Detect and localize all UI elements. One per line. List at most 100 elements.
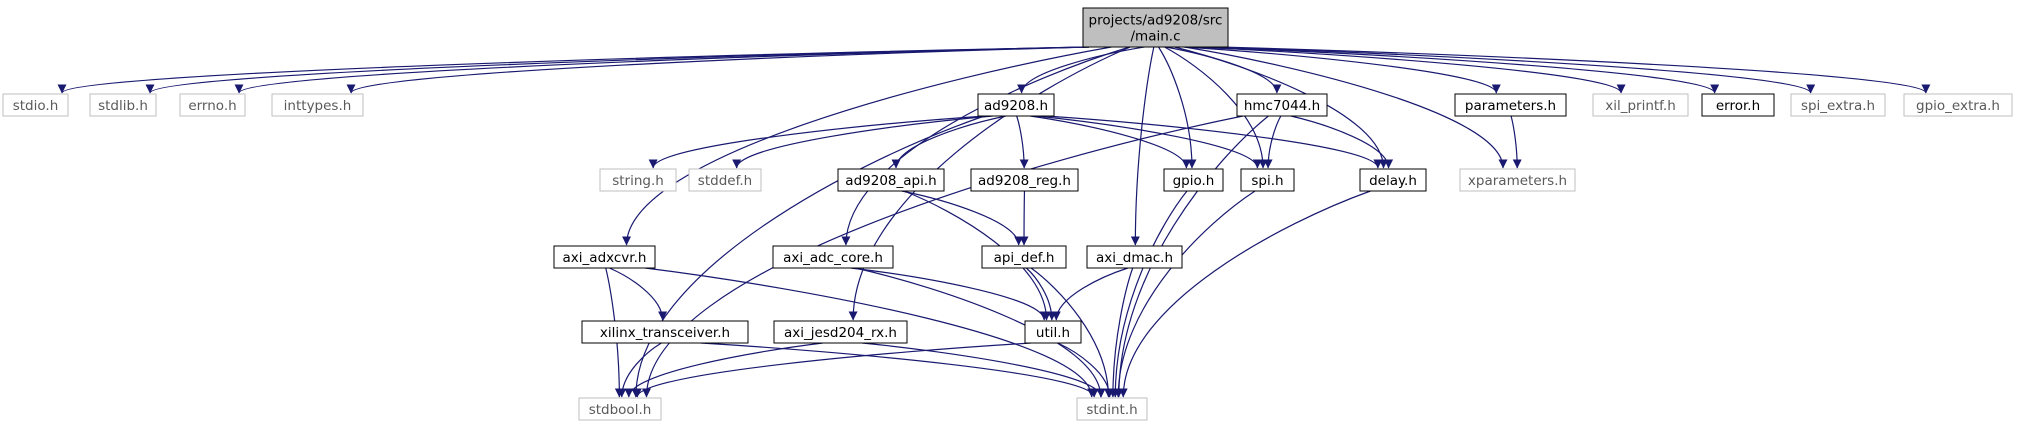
- edge-ad9208-to-spi: [1036, 115, 1262, 169]
- node-box-xilinx-transceiver: [581, 320, 749, 344]
- node-gpio[interactable]: gpio.h: [1163, 168, 1224, 192]
- edge-hmc7044-to-stdint: [1114, 115, 1269, 398]
- node-label-ad9208: ad9208.h: [984, 98, 1048, 114]
- node-util[interactable]: util.h: [1024, 320, 1082, 344]
- edge-main-to-gpio_extra: [1219, 46, 1931, 94]
- node-box-stddef: [688, 168, 762, 192]
- node-label-errno: errno.h: [188, 98, 236, 114]
- edge-axi_dmac-to-stdint: [1108, 267, 1134, 398]
- node-label-stdint: stdint.h: [1086, 402, 1137, 418]
- node-ad9208-reg[interactable]: ad9208_reg.h: [970, 168, 1079, 192]
- node-box-gpio-extra: [1903, 93, 2013, 117]
- node-label-error: error.h: [1716, 98, 1760, 114]
- edge-main-to-axi_adxcvr: [622, 46, 1112, 246]
- edge-main-to-axi_dmac: [1130, 46, 1155, 246]
- node-box-stdbool: [578, 397, 662, 421]
- node-error[interactable]: error.h: [1701, 93, 1775, 117]
- edge-main-to-gpio: [1158, 46, 1197, 169]
- edge-ad9208-to-gpio: [1030, 115, 1191, 169]
- node-ad9208[interactable]: ad9208.h: [977, 93, 1055, 117]
- edge-ad9208-to-string: [648, 115, 986, 169]
- edge-ad9208_api-to-api_def: [901, 190, 1024, 246]
- edge-hmc7044-to-stdbool: [642, 115, 1244, 398]
- node-label-gpio-extra: gpio_extra.h: [1916, 98, 2000, 114]
- node-axi-dmac[interactable]: axi_dmac.h: [1086, 245, 1183, 269]
- edge-api_def-to-util: [1025, 267, 1057, 321]
- edge-parameters-to-xparameters: [1510, 115, 1522, 169]
- node-box-gpio: [1163, 168, 1224, 192]
- node-label-hmc7044: hmc7044.h: [1244, 98, 1320, 114]
- node-box-api-def: [981, 245, 1067, 269]
- node-box-ad9208-reg: [970, 168, 1079, 192]
- node-label-axi-adc-core: axi_adc_core.h: [783, 250, 883, 266]
- node-box-error: [1701, 93, 1775, 117]
- node-spi[interactable]: spi.h: [1240, 168, 1295, 192]
- node-box-axi-adxcvr: [553, 245, 656, 269]
- edge-util-to-stdint: [1057, 342, 1115, 398]
- edge-main-to-spi_extra: [1210, 46, 1816, 94]
- node-box-axi-dmac: [1086, 245, 1183, 269]
- node-box-stdio: [2, 93, 69, 117]
- node-box-delay: [1359, 168, 1427, 192]
- node-box-hmc7044: [1236, 93, 1328, 117]
- node-label-spi-extra: spi_extra.h: [1801, 98, 1875, 114]
- node-axi-adc-core[interactable]: axi_adc_core.h: [772, 245, 894, 269]
- node-label-api-def: api_def.h: [994, 250, 1055, 266]
- edge-axi_jesd204_rx-to-stdint: [862, 342, 1106, 398]
- edge-main-to-inttypes: [346, 46, 1090, 94]
- node-api-def[interactable]: api_def.h: [981, 245, 1067, 269]
- node-box-xparameters: [1459, 168, 1576, 192]
- node-xilinx-transceiver[interactable]: xilinx_transceiver.h: [581, 320, 749, 344]
- node-ad9208-api[interactable]: ad9208_api.h: [837, 168, 945, 192]
- node-label-gpio: gpio.h: [1173, 173, 1215, 189]
- node-label-delay: delay.h: [1369, 173, 1417, 189]
- edge-axi_dmac-to-util: [1051, 267, 1129, 321]
- edge-axi_jesd204_rx-to-stdbool: [624, 342, 823, 398]
- edge-util-to-stdbool: [632, 342, 1032, 398]
- node-spi-extra: spi_extra.h: [1790, 93, 1886, 117]
- node-stdio: stdio.h: [2, 93, 69, 117]
- node-label-main: /main.c: [1131, 29, 1181, 45]
- node-stddef: stddef.h: [688, 168, 762, 192]
- node-label-xil-printf: xil_printf.h: [1605, 98, 1676, 114]
- node-delay[interactable]: delay.h: [1359, 168, 1427, 192]
- edge-axi_adxcvr-to-xilinx_transceiver: [609, 267, 668, 321]
- node-box-string: [599, 168, 677, 192]
- edge-main-to-errno: [234, 46, 1090, 94]
- edge-ad9208-to-stddef: [732, 115, 993, 169]
- node-label-spi: spi.h: [1251, 173, 1283, 189]
- edge-main-to-spi: [1164, 46, 1268, 169]
- edge-ad9208_api-to-util: [903, 190, 1052, 321]
- node-label-axi-dmac: axi_dmac.h: [1096, 250, 1173, 266]
- node-box-axi-adc-core: [772, 245, 894, 269]
- node-axi-adxcvr[interactable]: axi_adxcvr.h: [553, 245, 656, 269]
- node-label-stdbool: stdbool.h: [589, 402, 652, 418]
- node-parameters[interactable]: parameters.h: [1454, 93, 1567, 117]
- node-box-parameters: [1454, 93, 1567, 117]
- node-label-stdio: stdio.h: [13, 98, 59, 114]
- node-box-stdint: [1076, 397, 1148, 421]
- node-axi-jesd204-rx[interactable]: axi_jesd204_rx.h: [773, 320, 908, 344]
- node-label-string: string.h: [612, 173, 664, 189]
- edge-main-to-xil_printf: [1194, 46, 1626, 94]
- node-label-axi-jesd204-rx: axi_jesd204_rx.h: [784, 325, 897, 341]
- node-label-inttypes: inttypes.h: [284, 98, 352, 114]
- node-errno: errno.h: [179, 93, 246, 117]
- node-xparameters: xparameters.h: [1459, 168, 1576, 192]
- node-label-parameters: parameters.h: [1465, 98, 1556, 114]
- node-hmc7044[interactable]: hmc7044.h: [1236, 93, 1328, 117]
- node-box-stdlib: [89, 93, 157, 117]
- node-box-spi-extra: [1790, 93, 1886, 117]
- edge-gpio-to-stdint: [1110, 190, 1188, 398]
- edge-axi_adc_core-to-stdint: [855, 267, 1106, 398]
- node-label-stdlib: stdlib.h: [98, 98, 148, 114]
- edge-axi_adc_core-to-util: [850, 267, 1049, 321]
- node-stdbool: stdbool.h: [578, 397, 662, 421]
- node-label-ad9208-api: ad9208_api.h: [845, 173, 936, 189]
- edge-main-to-axi_adc_core: [841, 46, 1130, 246]
- node-string: string.h: [599, 168, 677, 192]
- edges-layer: [57, 46, 1931, 398]
- edge-main-to-parameters: [1183, 46, 1501, 94]
- node-stdlib: stdlib.h: [89, 93, 157, 117]
